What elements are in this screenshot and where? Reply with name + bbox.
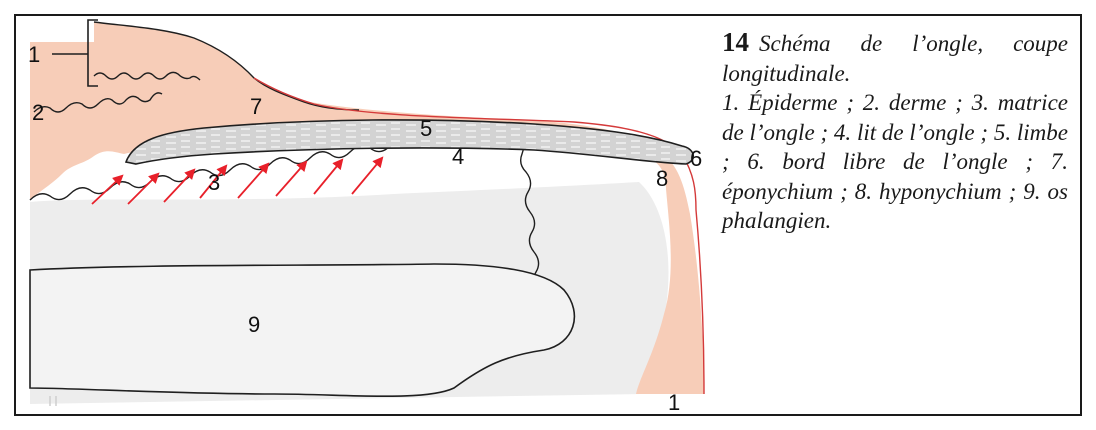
nail-cross-section-diagram: 1 2 3 4 5 6 7 8 9 1 bbox=[14, 14, 714, 416]
label-3-matrix: 3 bbox=[208, 170, 220, 195]
label-4-nail-bed: 4 bbox=[452, 144, 464, 169]
label-2-dermis: 2 bbox=[32, 100, 44, 125]
label-1-epidermis: 1 bbox=[28, 42, 40, 67]
label-8-hyponychium: 8 bbox=[656, 166, 668, 191]
figure-number: 14 bbox=[722, 27, 749, 57]
label-5-nail-plate: 5 bbox=[420, 116, 432, 141]
caption-legend: 1. Épiderme ; 2. derme ; 3. matrice de l… bbox=[722, 88, 1068, 236]
label-9-phalanx: 9 bbox=[248, 312, 260, 337]
label-6-free-edge: 6 bbox=[690, 146, 702, 171]
label-1-epidermis-bottom: 1 bbox=[668, 390, 680, 415]
label-7-eponychium: 7 bbox=[250, 94, 262, 119]
caption-title: Schéma de l’ongle, coupe longitudinale. bbox=[722, 31, 1068, 86]
